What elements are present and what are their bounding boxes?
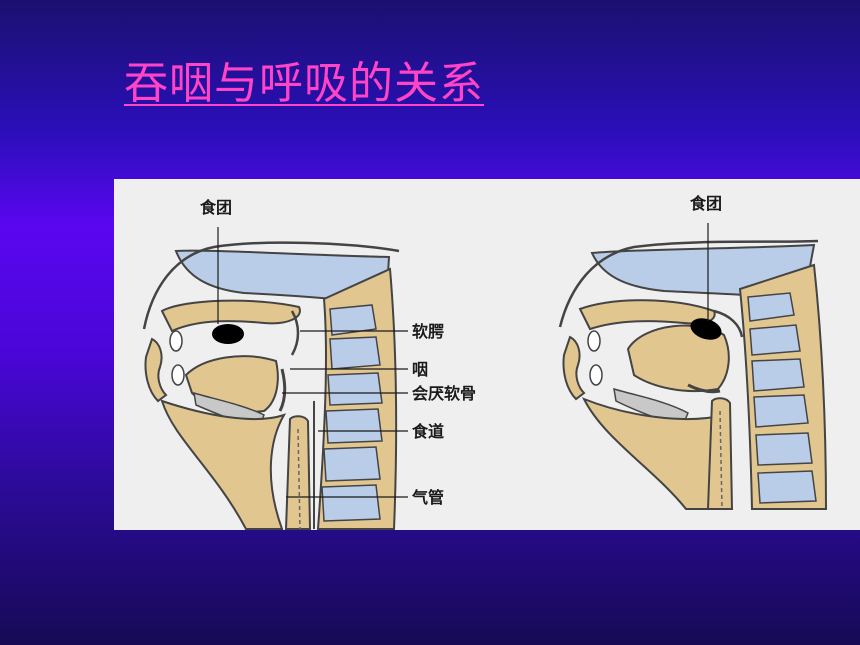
label-pharynx: 咽 bbox=[412, 360, 428, 379]
right-head-section bbox=[558, 239, 828, 510]
left-leader-lines bbox=[217, 227, 408, 498]
slide-title: 吞咽与呼吸的关系 bbox=[124, 58, 484, 109]
left-label-food-bolus: 食团 bbox=[199, 198, 232, 217]
anatomy-figure: 食团 软腭 咽 会厌软骨 食道 气管 bbox=[114, 179, 860, 530]
label-trachea: 气管 bbox=[411, 488, 444, 507]
left-head-section bbox=[142, 241, 400, 530]
right-food-bolus bbox=[690, 318, 722, 340]
left-food-bolus bbox=[212, 324, 244, 344]
right-label-food-bolus: 食团 bbox=[689, 194, 722, 213]
label-soft-palate: 软腭 bbox=[412, 322, 444, 341]
label-epiglottis: 会厌软骨 bbox=[412, 384, 476, 403]
label-esophagus: 食道 bbox=[411, 422, 444, 441]
